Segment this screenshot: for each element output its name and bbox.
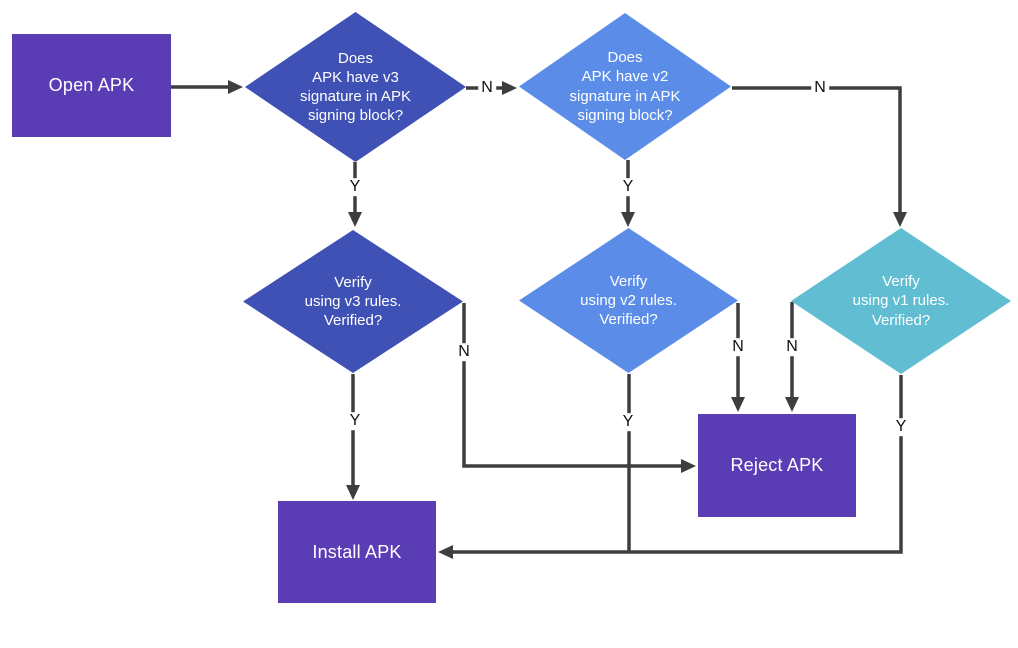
arrowhead-v2check-yes	[621, 212, 635, 227]
edge-label-v3verify-yes: Y	[346, 412, 364, 430]
edge-label-v3check-yes: Y	[346, 178, 364, 196]
node-open-apk: Open APK	[12, 34, 171, 137]
edge-label-v1verify-yes: Y	[892, 418, 910, 436]
arrowhead-v2verify-no	[731, 397, 745, 412]
edge-label-v3verify-no: N	[455, 343, 473, 361]
edge-label-v3check-no: N	[478, 79, 496, 97]
node-reject-apk: Reject APK	[698, 414, 856, 517]
arrowhead-v3check-yes	[348, 212, 362, 227]
edge-label-v2verify-yes: Y	[619, 413, 637, 431]
node-v3-signature-check-label: Does APK have v3 signature in APK signin…	[300, 49, 411, 125]
edge-label-v2check-no: N	[811, 79, 829, 97]
arrowhead-v3verify-yes	[346, 485, 360, 500]
node-open-apk-label: Open APK	[48, 75, 135, 95]
node-v2-verify-label: Verify using v2 rules. Verified?	[580, 272, 677, 329]
node-v3-verify-label: Verify using v3 rules. Verified?	[304, 273, 402, 330]
arrowhead-open-to-v3check	[228, 80, 243, 94]
arrowhead-v3verify-no	[681, 459, 696, 473]
node-install-apk-label: Install APK	[312, 541, 402, 562]
arrowhead-v1verify-yes	[438, 545, 453, 559]
arrowhead-v3check-no	[502, 81, 517, 95]
arrowhead-v1verify-no	[785, 397, 799, 412]
arrowhead-v2check-no	[893, 212, 907, 227]
edge-label-v2check-yes: Y	[619, 178, 637, 196]
node-v2-signature-check-label: Does APK have v2 signature in APK signin…	[569, 49, 681, 124]
edge-label-v1verify-no: N	[783, 338, 801, 356]
node-reject-apk-label: Reject APK	[730, 455, 824, 475]
edge-v2check-no	[732, 86, 902, 212]
node-install-apk: Install APK	[278, 501, 436, 603]
edge-label-v2verify-no: N	[729, 338, 747, 356]
node-v1-verify-label: Verify using v1 rules. Verified?	[852, 273, 950, 329]
